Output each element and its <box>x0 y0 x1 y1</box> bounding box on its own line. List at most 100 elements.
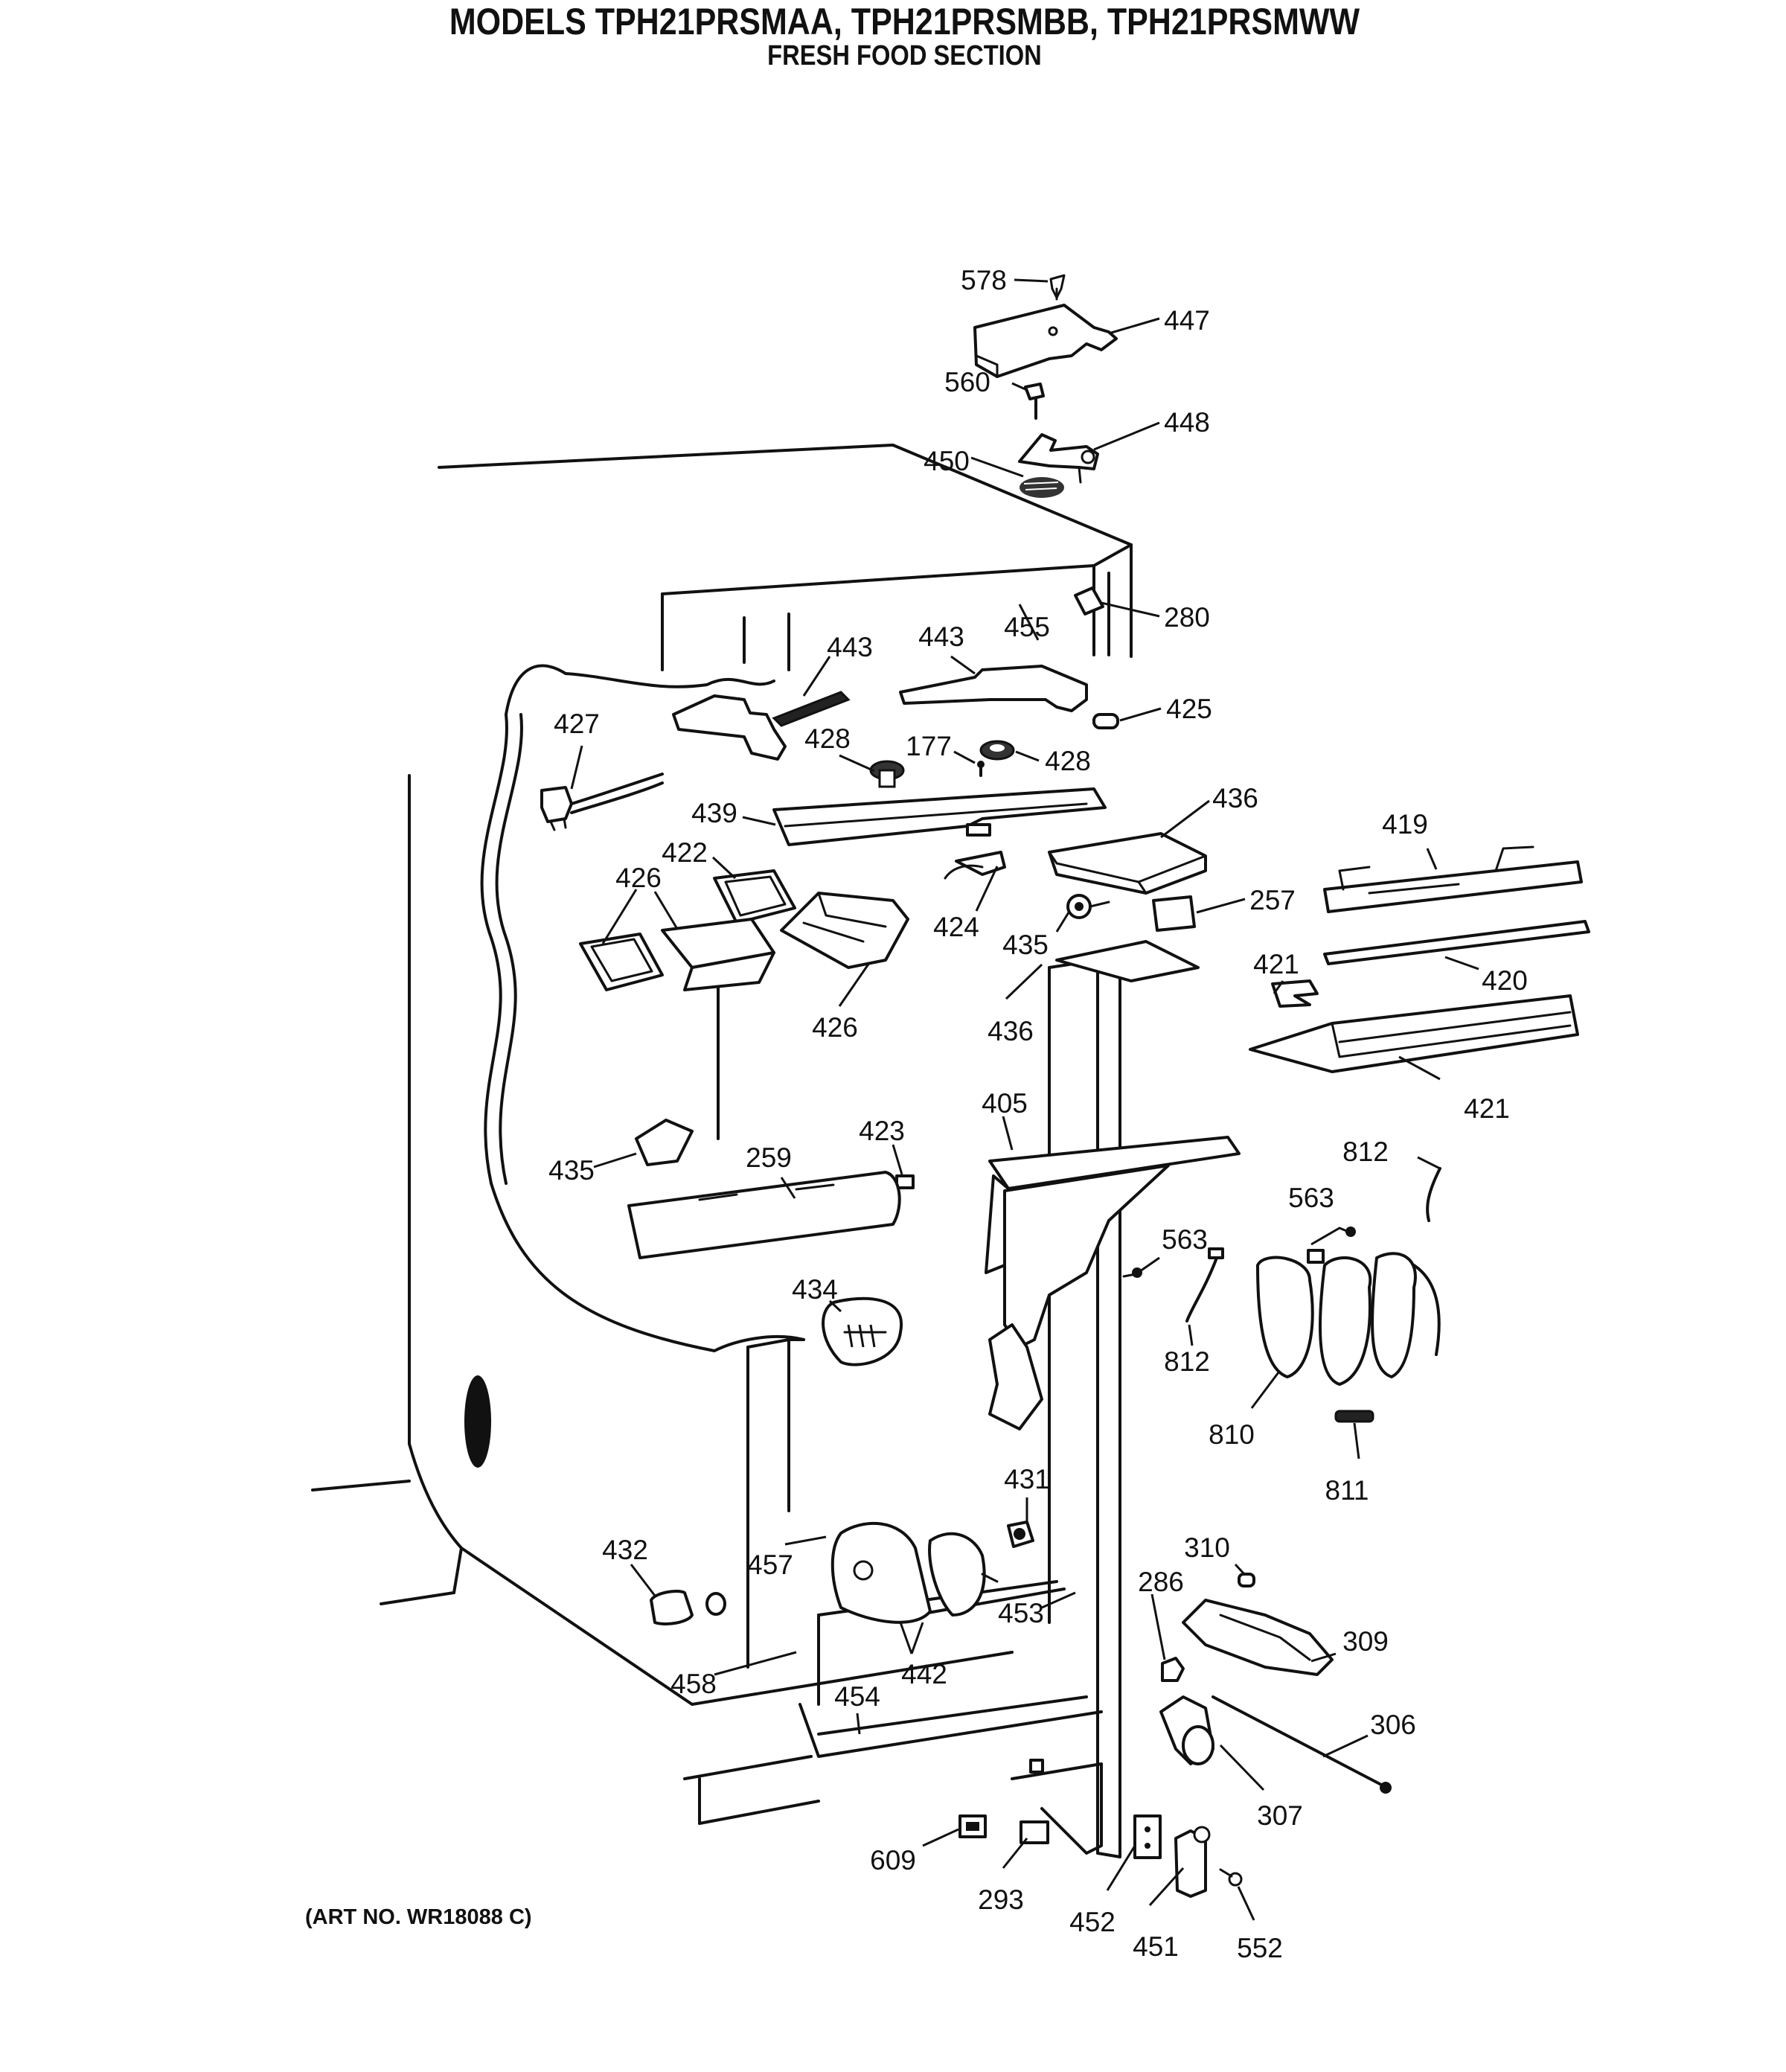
plug-425 <box>1092 713 1119 729</box>
slide-443-right <box>899 665 1088 712</box>
cover-436 <box>1055 940 1200 982</box>
callout-560: 560 <box>944 367 990 397</box>
thermistor-424 <box>944 851 1006 880</box>
knob-428-right <box>979 740 1015 761</box>
callout-427: 427 <box>554 709 600 739</box>
callout-810: 810 <box>1209 1419 1255 1450</box>
callout-448: 448 <box>1164 407 1210 438</box>
callout-452: 452 <box>1069 1907 1116 1937</box>
callout-426-bottom: 426 <box>812 1012 858 1043</box>
callout-436-bottom: 436 <box>988 1016 1034 1046</box>
callout-435-top: 435 <box>1002 930 1049 960</box>
callout-177: 177 <box>906 731 952 761</box>
gasket-422 <box>713 869 796 924</box>
duct-426 <box>661 918 775 991</box>
callout-426-left: 426 <box>615 863 662 893</box>
callout-307: 307 <box>1257 1800 1303 1831</box>
strip-420 <box>1323 920 1590 965</box>
damper-426 <box>780 892 909 969</box>
hinge-cover-447 <box>973 304 1118 378</box>
lamp-socket-435-lower <box>635 1119 694 1166</box>
callout-423: 423 <box>859 1116 905 1146</box>
callout-812-left: 812 <box>1164 1346 1210 1377</box>
callout-259: 259 <box>746 1142 792 1173</box>
screw-552 <box>1219 1868 1243 1887</box>
page-subtitle: FRESH FOOD SECTION <box>767 40 1042 71</box>
callout-306: 306 <box>1370 1710 1416 1740</box>
callout-293: 293 <box>978 1884 1024 1915</box>
leader-lines <box>570 278 1479 1921</box>
clip-811 <box>1334 1410 1374 1423</box>
callout-424: 424 <box>933 912 979 942</box>
page-title: MODELS TPH21PRSMAA, TPH21PRSMBB, TPH21PR… <box>449 1 1360 42</box>
slide-443-left <box>672 691 851 761</box>
callout-280: 280 <box>1164 602 1210 633</box>
nut-286 <box>1161 1657 1185 1682</box>
callout-811: 811 <box>1325 1475 1369 1506</box>
bolt-560 <box>1024 383 1045 420</box>
callout-563-right: 563 <box>1288 1183 1334 1213</box>
callout-609: 609 <box>870 1845 916 1876</box>
callout-422: 422 <box>662 837 708 868</box>
motor-307 <box>1159 1695 1214 1765</box>
callout-435-lower: 435 <box>548 1155 595 1186</box>
rod-306 <box>1212 1695 1392 1794</box>
plug-310 <box>1238 1573 1255 1587</box>
callout-428-right: 428 <box>1045 746 1091 776</box>
callout-436-top: 436 <box>1212 783 1258 813</box>
callout-451: 451 <box>1133 1931 1179 1962</box>
shim-450 <box>1020 477 1064 498</box>
callout-447: 447 <box>1164 305 1210 336</box>
callout-421-bottom: 421 <box>1464 1093 1510 1124</box>
callout-257: 257 <box>1249 885 1296 915</box>
lens-434 <box>822 1296 903 1366</box>
connector-427 <box>540 773 664 831</box>
plate-452 <box>1133 1814 1162 1859</box>
plug-280 <box>1074 586 1104 615</box>
art-number: (ART NO. WR18088 C) <box>305 1905 532 1929</box>
callout-434: 434 <box>792 1274 838 1305</box>
callout-453: 453 <box>998 1598 1044 1628</box>
knob-428-left <box>869 760 905 788</box>
switch-257 <box>1152 895 1196 932</box>
callout-419: 419 <box>1382 809 1428 840</box>
control-panel-439 <box>772 787 1107 846</box>
tube-812-right <box>1426 1167 1441 1222</box>
callout-labels: 578 447 560 448 450 280 443 443 455 425 … <box>548 265 1528 1963</box>
callout-405: 405 <box>982 1088 1028 1119</box>
gasket-426-left <box>579 933 664 991</box>
callout-455: 455 <box>1004 612 1050 642</box>
callout-431: 431 <box>1004 1464 1050 1494</box>
callout-420: 420 <box>1482 965 1528 996</box>
callout-425: 425 <box>1166 694 1212 724</box>
callout-578: 578 <box>961 265 1007 295</box>
screw-578 <box>1049 274 1066 301</box>
switch-609 <box>958 1814 987 1838</box>
screw-177 <box>977 761 985 777</box>
callout-421-top: 421 <box>1253 949 1299 979</box>
tray-421 <box>1249 994 1579 1073</box>
callout-563-left: 563 <box>1162 1224 1208 1255</box>
callout-443-left: 443 <box>827 632 873 662</box>
hinge-448 <box>1018 433 1099 484</box>
bracket-309 <box>1182 1599 1334 1676</box>
callout-442: 442 <box>901 1659 947 1689</box>
hinge-451 <box>1174 1826 1211 1898</box>
bushing-432 <box>650 1590 726 1625</box>
callout-454: 454 <box>834 1681 880 1712</box>
callout-457: 457 <box>747 1550 793 1580</box>
screw-563-left <box>1122 1267 1142 1278</box>
callout-443-right: 443 <box>918 621 964 652</box>
callout-552: 552 <box>1237 1933 1283 1963</box>
callout-812-right: 812 <box>1342 1136 1389 1167</box>
clip-423 <box>895 1174 915 1189</box>
control-box-436 <box>1048 832 1207 895</box>
callout-310: 310 <box>1184 1532 1230 1563</box>
cover-259 <box>627 1171 901 1259</box>
callout-432: 432 <box>602 1535 648 1565</box>
bushing-431 <box>1007 1521 1034 1548</box>
cabinet-outline <box>311 444 1133 1858</box>
callout-286: 286 <box>1138 1567 1184 1597</box>
callout-428-left: 428 <box>804 723 851 754</box>
